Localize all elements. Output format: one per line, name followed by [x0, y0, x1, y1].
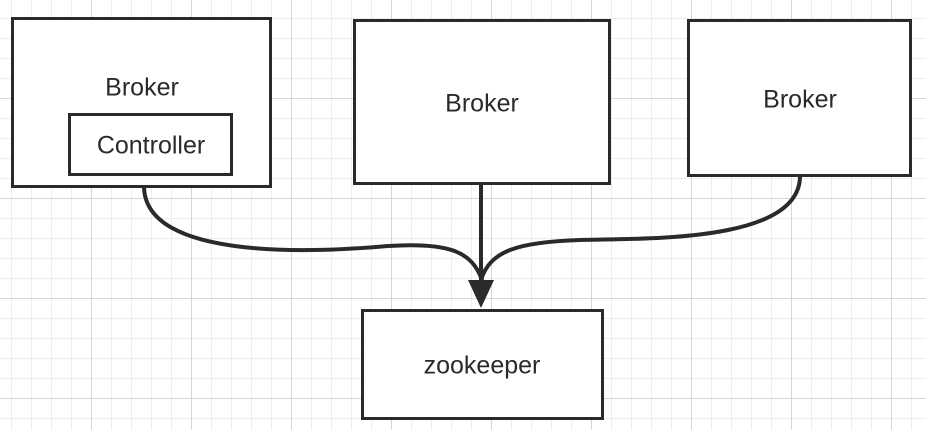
broker-node-2: [353, 19, 611, 185]
controller-node: [68, 113, 233, 176]
arrowhead-icon: [468, 280, 494, 308]
zookeeper-label: zookeeper: [423, 351, 541, 380]
edge-broker-3-to-zookeeper: [479, 174, 802, 282]
broker-3-label: Broker: [763, 85, 837, 114]
broker-2-label: Broker: [445, 89, 519, 118]
controller-label: Controller: [96, 131, 206, 160]
broker-node-3: [687, 19, 912, 177]
edge-broker-1-to-zookeeper: [142, 184, 484, 282]
broker-1-label: Broker: [105, 73, 179, 102]
zookeeper-node: [361, 309, 604, 420]
